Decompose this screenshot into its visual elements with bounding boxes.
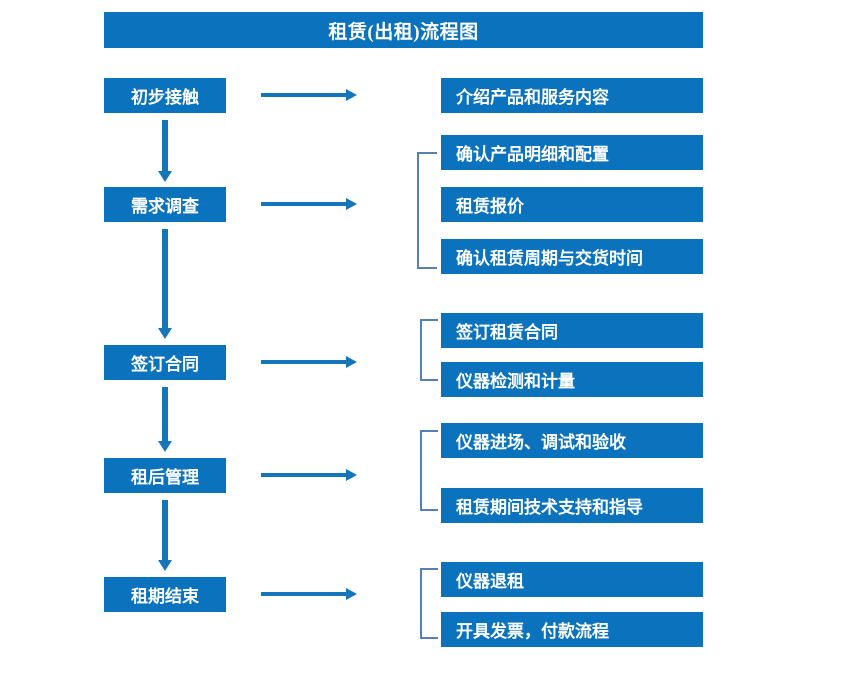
horizontal-arrow-needs-survey (261, 198, 357, 210)
detail-box-lease-period-technical-support[interactable]: 租赁期间技术支持和指导 (441, 488, 703, 523)
stage-box-sign-contract[interactable]: 签订合同 (104, 345, 226, 380)
vertical-arrow-contract-to-management (158, 387, 172, 452)
horizontal-arrow-initial-contact (261, 89, 357, 101)
detail-box-instrument-entry-commissioning-acceptance[interactable]: 仪器进场、调试和验收 (441, 423, 703, 458)
page-title: 租赁(出租)流程图 (104, 12, 703, 48)
vertical-arrow-contact-to-survey (158, 120, 172, 182)
group-bracket-needs-survey (417, 152, 437, 269)
detail-box-instrument-return[interactable]: 仪器退租 (441, 562, 703, 597)
stage-box-initial-contact[interactable]: 初步接触 (104, 78, 226, 113)
stage-box-lease-end[interactable]: 租期结束 (104, 577, 226, 612)
horizontal-arrow-sign-contract (261, 356, 357, 368)
detail-box-sign-lease-contract[interactable]: 签订租赁合同 (441, 313, 703, 348)
stage-box-post-lease-management[interactable]: 租后管理 (104, 458, 226, 493)
horizontal-arrow-post-lease-management (261, 469, 357, 481)
detail-box-invoice-payment-process[interactable]: 开具发票，付款流程 (441, 612, 703, 647)
vertical-arrow-survey-to-contract (158, 229, 172, 339)
stage-box-needs-survey[interactable]: 需求调查 (104, 187, 226, 222)
detail-box-confirm-product-details-config[interactable]: 确认产品明细和配置 (441, 135, 703, 170)
detail-box-introduce-products-services[interactable]: 介绍产品和服务内容 (441, 78, 703, 113)
vertical-arrow-management-to-end (158, 500, 172, 571)
detail-box-confirm-lease-period-delivery[interactable]: 确认租赁周期与交货时间 (441, 239, 703, 274)
horizontal-arrow-lease-end (261, 588, 357, 600)
detail-box-instrument-inspection-metering[interactable]: 仪器检测和计量 (441, 362, 703, 397)
group-bracket-sign-contract (420, 319, 438, 381)
detail-box-lease-quotation[interactable]: 租赁报价 (441, 187, 703, 222)
group-bracket-lease-end (420, 568, 438, 639)
group-bracket-post-lease-management (420, 430, 438, 511)
